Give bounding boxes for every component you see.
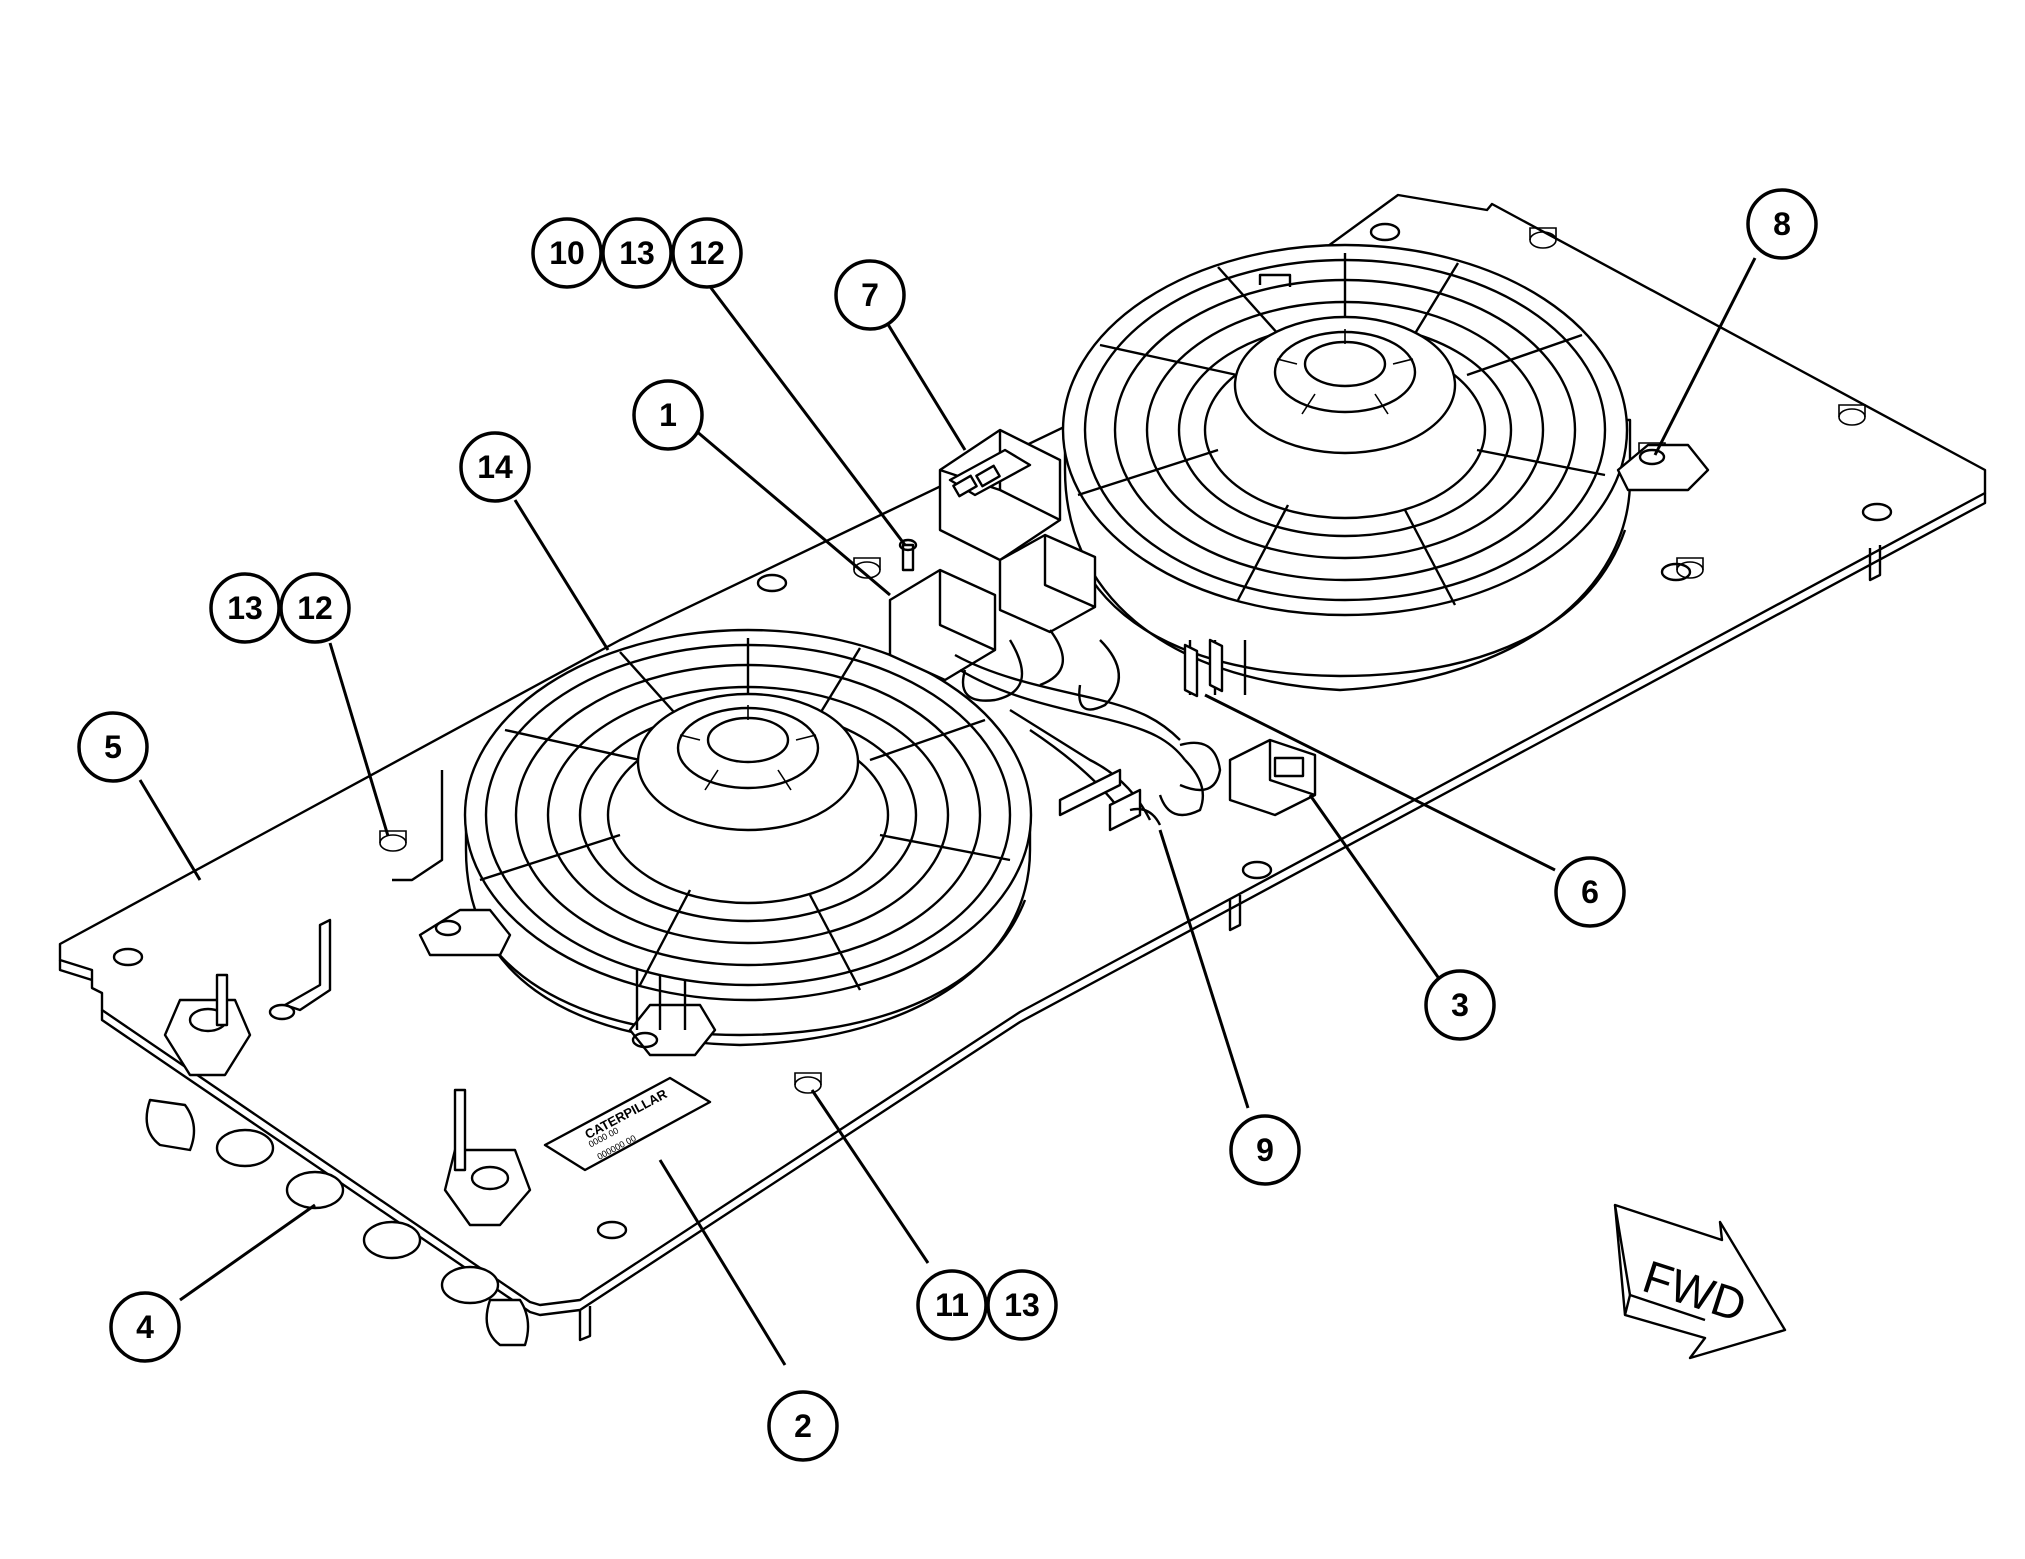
callout-4-label: 4 xyxy=(136,1309,154,1345)
callout-12-top: 12 xyxy=(671,217,743,289)
callout-4: 4 xyxy=(109,1291,181,1363)
callout-12-top-label: 12 xyxy=(689,235,725,271)
callout-2: 2 xyxy=(767,1390,839,1462)
callout-12-left-label: 12 xyxy=(297,590,333,626)
callout-7-label: 7 xyxy=(861,277,879,313)
callout-8: 8 xyxy=(1746,188,1818,260)
callout-14: 14 xyxy=(459,431,531,503)
callout-5-label: 5 xyxy=(104,729,122,765)
callout-3: 3 xyxy=(1424,969,1496,1041)
callout-2-label: 2 xyxy=(794,1408,812,1444)
callout-8-label: 8 xyxy=(1773,206,1791,242)
callout-13-bottom-label: 13 xyxy=(1004,1287,1040,1323)
callout-13-top: 13 xyxy=(601,217,673,289)
callout-13-left-label: 13 xyxy=(227,590,263,626)
callout-9: 9 xyxy=(1229,1114,1301,1186)
callouts: 1 2 3 4 5 6 7 8 xyxy=(77,188,1818,1462)
callout-13-top-label: 13 xyxy=(619,235,655,271)
callout-1-label: 1 xyxy=(659,397,677,433)
leader-lines xyxy=(138,257,1757,1366)
callout-6-label: 6 xyxy=(1581,874,1599,910)
callout-10-label: 10 xyxy=(549,235,585,271)
callout-1: 1 xyxy=(632,379,704,451)
callout-11-label: 11 xyxy=(935,1287,969,1323)
fwd-arrow: FWD xyxy=(1613,1203,1787,1360)
left-fan xyxy=(392,628,1033,1057)
callout-14-label: 14 xyxy=(477,449,513,485)
callout-11: 11 xyxy=(916,1269,988,1341)
relay-bracket xyxy=(888,428,1097,682)
callout-12-left: 12 xyxy=(279,572,351,644)
callout-5: 5 xyxy=(77,711,149,783)
hose-fittings xyxy=(145,1098,530,1347)
callout-9-label: 9 xyxy=(1256,1132,1274,1168)
wiring-harness xyxy=(954,629,1317,832)
callout-10: 10 xyxy=(531,217,603,289)
right-fan xyxy=(1061,243,1710,695)
callout-13-bottom: 13 xyxy=(986,1269,1058,1341)
mount-pillars xyxy=(163,918,532,1227)
callout-7: 7 xyxy=(834,259,906,331)
callout-6: 6 xyxy=(1554,856,1626,928)
callout-3-label: 3 xyxy=(1451,987,1469,1023)
callout-13-left: 13 xyxy=(209,572,281,644)
